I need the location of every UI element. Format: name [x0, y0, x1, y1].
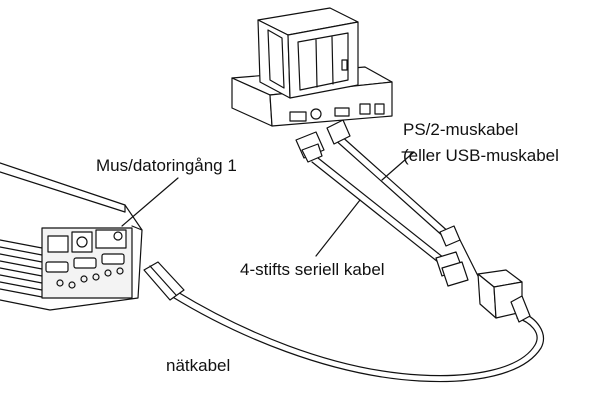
power-cable-label: nätkabel	[166, 356, 231, 375]
leader-serial-cable	[315, 199, 361, 257]
main-cable-line	[143, 261, 544, 383]
projector-illustration	[0, 162, 143, 311]
computer-illustration	[231, 7, 393, 127]
leader-mouse-input	[121, 177, 179, 227]
leader-ps2-cable-2	[381, 151, 415, 181]
adapter-box-illustration	[477, 269, 523, 319]
serial-cable-label: 4-stifts seriell kabel	[240, 260, 385, 279]
mouse-input-label: Mus/datoringång 1	[96, 156, 237, 175]
ps2-cable-label-line2: (eller USB-muskabel	[403, 146, 559, 165]
ps2-cable-line	[326, 119, 479, 277]
ps2-cable-label-line1: PS/2-muskabel	[403, 120, 519, 139]
serial-cable-line	[295, 131, 469, 287]
